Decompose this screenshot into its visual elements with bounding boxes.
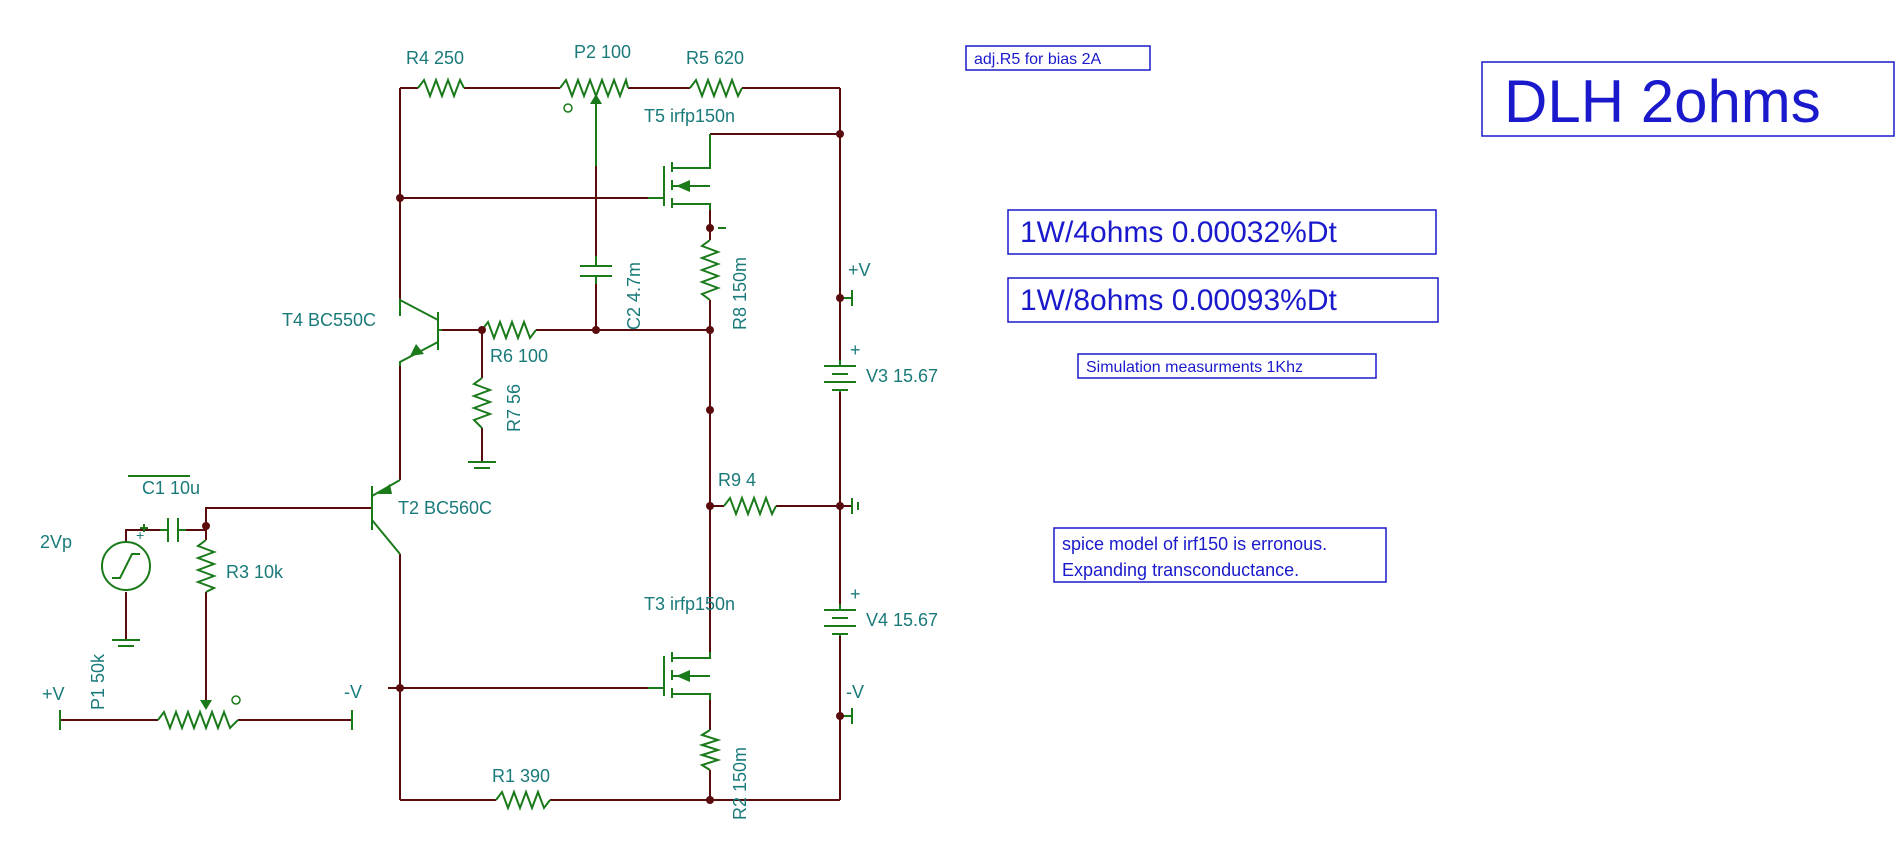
mosfet-t3 <box>648 652 711 700</box>
label-t3: T3 irfp150n <box>644 594 735 614</box>
label-r3: R3 10k <box>226 562 284 582</box>
component-labels: R4 250 P2 100 R5 620 T5 irfp150n C2 4.7m… <box>40 42 938 820</box>
note-spice-line2: Expanding transconductance. <box>1062 560 1299 580</box>
label-v3-plus: + <box>850 340 861 360</box>
capacitor-c2 <box>580 256 612 284</box>
label-r8: R8 150m <box>730 257 750 330</box>
capacitor-c1 <box>128 475 190 542</box>
label-c1: C1 10u <box>142 478 200 498</box>
potentiometer-p2 <box>559 76 629 113</box>
note-title: DLH 2ohms <box>1504 68 1821 135</box>
resistor-r6 <box>481 319 537 341</box>
label-plus-v-top: +V <box>848 260 871 280</box>
label-p2: P2 100 <box>574 42 631 62</box>
battery-v3 <box>824 360 856 392</box>
voltage-source-2vp <box>101 541 151 647</box>
label-t4: T4 BC550C <box>282 310 376 330</box>
label-c1-plus: + <box>136 527 144 543</box>
label-t5: T5 irfp150n <box>644 106 735 126</box>
resistor-r7 <box>468 377 496 469</box>
note-meas-8ohm: 1W/8ohms 0.00093%Dt <box>1020 284 1337 317</box>
label-r6: R6 100 <box>490 346 548 366</box>
resistor-r2 <box>698 729 722 771</box>
label-c2: C2 4.7m <box>624 262 644 330</box>
label-minus-v-right: -V <box>846 682 864 702</box>
wires <box>60 87 852 801</box>
transistor-t2 <box>371 479 401 555</box>
label-r4: R4 250 <box>406 48 464 68</box>
label-r9: R9 4 <box>718 470 756 490</box>
label-t2: T2 BC560C <box>398 498 492 518</box>
resistor-r3 <box>195 539 217 593</box>
note-spice-line1: spice model of irf150 is erronous. <box>1062 534 1327 554</box>
label-r7: R7 56 <box>504 384 524 432</box>
potentiometer-p1 <box>59 695 353 731</box>
resistor-r1 <box>495 789 551 811</box>
resistor-r4 <box>417 77 465 99</box>
label-r5: R5 620 <box>686 48 744 68</box>
label-r2: R2 150m <box>730 747 750 820</box>
label-minus-v-mid: -V <box>344 682 362 702</box>
label-v3: V3 15.67 <box>866 366 938 386</box>
label-plus-v-left: +V <box>42 684 65 704</box>
ground-tap-mid <box>851 498 859 514</box>
label-r1: R1 390 <box>492 766 550 786</box>
label-source: 2Vp <box>40 532 72 552</box>
mosfet-t5 <box>648 134 711 210</box>
battery-v4 <box>824 604 856 636</box>
note-bias: adj.R5 for bias 2A <box>974 51 1102 68</box>
label-v4-plus: + <box>850 584 861 604</box>
resistor-r5 <box>689 77 743 99</box>
resistor-r9 <box>723 495 777 517</box>
transistor-t4 <box>399 298 442 366</box>
resistor-r8 <box>699 227 726 301</box>
note-sim: Simulation measurments 1Khz <box>1086 359 1303 376</box>
annotations: adj.R5 for bias 2A DLH 2ohms 1W/4ohms 0.… <box>965 45 1895 583</box>
label-p1: P1 50k <box>88 653 108 710</box>
note-meas-4ohm: 1W/4ohms 0.00032%Dt <box>1020 216 1337 249</box>
label-v4: V4 15.67 <box>866 610 938 630</box>
junction-dots <box>202 130 844 804</box>
